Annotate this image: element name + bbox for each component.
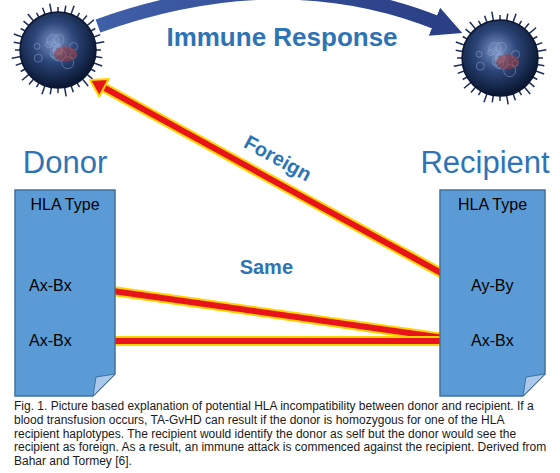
folded-corner xyxy=(523,374,545,396)
hla-match-arrow xyxy=(78,278,465,348)
cell-texture xyxy=(476,62,484,70)
column-heading: Recipient xyxy=(416,136,554,190)
cell-body xyxy=(20,12,96,88)
arrow-outline xyxy=(92,336,451,346)
arrow-outline xyxy=(92,288,452,339)
arrow-shaft xyxy=(102,87,452,280)
haplotype-text: Ax-Bx xyxy=(26,275,75,297)
haplotype-text: Ax-Bx xyxy=(26,330,75,352)
arrow-label: Foreign xyxy=(240,131,315,186)
section-title: HLA Type xyxy=(10,196,115,214)
immune-response-arrow xyxy=(98,0,440,26)
cell-texture xyxy=(488,50,494,56)
cell-texture xyxy=(34,43,40,49)
hla-document: RecipientHLA TypeAy-ByAx-Bx xyxy=(416,136,554,398)
haplotype-text: Ax-Bx xyxy=(468,330,517,352)
document-shape xyxy=(13,188,117,398)
foreign-arrow xyxy=(90,79,465,287)
cell-texture xyxy=(34,54,42,62)
edge-label: Same xyxy=(240,256,293,279)
figure-caption: Fig. 1. Picture based explanation of pot… xyxy=(14,400,548,469)
arrow-head xyxy=(78,331,94,351)
arrow-shaft xyxy=(92,338,451,344)
cell-texture xyxy=(46,42,52,48)
hla-entry: Ay-By xyxy=(468,275,516,297)
cell-body xyxy=(462,20,538,96)
column-heading: Donor xyxy=(10,136,120,190)
document-body xyxy=(440,190,545,396)
arrow-head xyxy=(449,331,465,351)
hla-entry: Ax-Bx xyxy=(468,330,517,352)
section-title: HLA Type xyxy=(416,196,545,214)
cell-texture xyxy=(476,51,482,57)
document-shape xyxy=(438,188,547,398)
process-label: Immune Response xyxy=(166,22,397,53)
hla-document: DonorHLA TypeAx-BxAx-Bx xyxy=(10,136,120,398)
arrow-shaft xyxy=(92,288,452,339)
arrow-head xyxy=(78,278,95,298)
hla-entry: Ax-Bx xyxy=(26,275,75,297)
cell-nucleus xyxy=(54,46,77,61)
arrow-head xyxy=(446,270,465,288)
folded-corner xyxy=(93,374,115,396)
haplotype-text: Ay-By xyxy=(468,275,516,297)
arrow-outline xyxy=(102,87,452,280)
immune-cell xyxy=(454,12,547,105)
hla-entry: Ax-Bx xyxy=(26,330,75,352)
document-body xyxy=(15,190,115,396)
hla-match-arrow xyxy=(78,331,465,351)
cell-nucleus xyxy=(496,54,519,69)
arrow-head xyxy=(90,79,109,97)
